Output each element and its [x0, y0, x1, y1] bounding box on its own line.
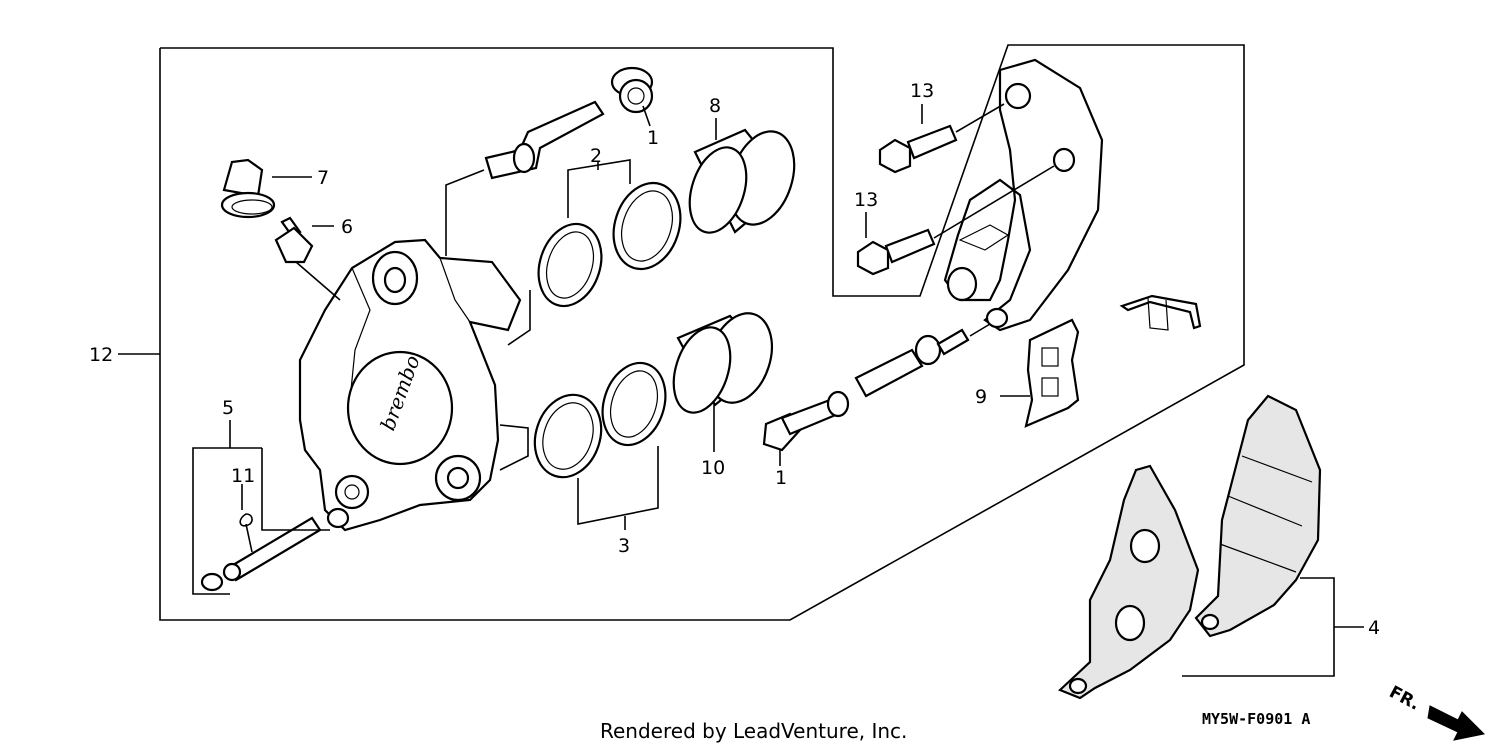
callout-6: 6 [341, 216, 353, 238]
callout-8: 8 [709, 95, 721, 117]
upper-slide-pin [484, 100, 605, 180]
piston-seal-lower [533, 361, 667, 479]
piston-seal-upper [537, 181, 682, 308]
front-direction-arrow-icon: FR. [1386, 682, 1486, 741]
callout-7: 7 [317, 167, 329, 189]
callout-3: 3 [618, 535, 630, 557]
leader-seal-upper [507, 290, 531, 346]
callout-5: 5 [222, 397, 234, 419]
bracket-bolt-upper [878, 103, 1005, 174]
bleed-valve-cap [220, 158, 276, 219]
callout-1-lower: 1 [775, 467, 787, 489]
leader-seal-lower [499, 424, 529, 471]
caliper-body: brembo [298, 238, 522, 532]
brake-pad-outer [1057, 464, 1200, 700]
callout-4: 4 [1368, 617, 1380, 639]
callout-2: 2 [590, 145, 602, 167]
callout-9: 9 [975, 386, 987, 408]
piston-upper [688, 128, 796, 234]
callout-13-lower: 13 [854, 189, 878, 211]
front-marker-label: FR. [1386, 682, 1423, 714]
leader-5b [261, 448, 330, 531]
pin-clip [239, 513, 253, 553]
callout-13-upper: 13 [910, 80, 934, 102]
caliper-bracket [943, 58, 1104, 332]
leader-2 [567, 159, 631, 218]
leader-5 [192, 447, 262, 595]
pad-pin [200, 516, 322, 592]
lower-slide-pin [762, 390, 850, 452]
leader-3 [577, 446, 659, 525]
callout-11: 11 [231, 465, 255, 487]
pad-spring [1024, 318, 1080, 428]
pad-retainer [1119, 294, 1202, 331]
bracket-bolt-lower [856, 165, 1055, 276]
callout-10: 10 [701, 457, 725, 479]
piston-lower [672, 312, 773, 414]
callout-12: 12 [89, 344, 113, 366]
drawing-code: MY5W-F0901 A [1202, 710, 1310, 728]
leader-upper-pin [445, 169, 485, 256]
bleed-valve [274, 216, 341, 301]
caliper-bracket-pin [854, 317, 1001, 398]
brake-pad-inner [1194, 394, 1322, 638]
render-credit: Rendered by LeadVenture, Inc. [600, 719, 907, 743]
pin-boot-upper [610, 66, 654, 114]
caliper-assembly-outline [159, 44, 1245, 621]
leader-1a [642, 105, 651, 127]
callout-1-upper: 1 [647, 127, 659, 149]
